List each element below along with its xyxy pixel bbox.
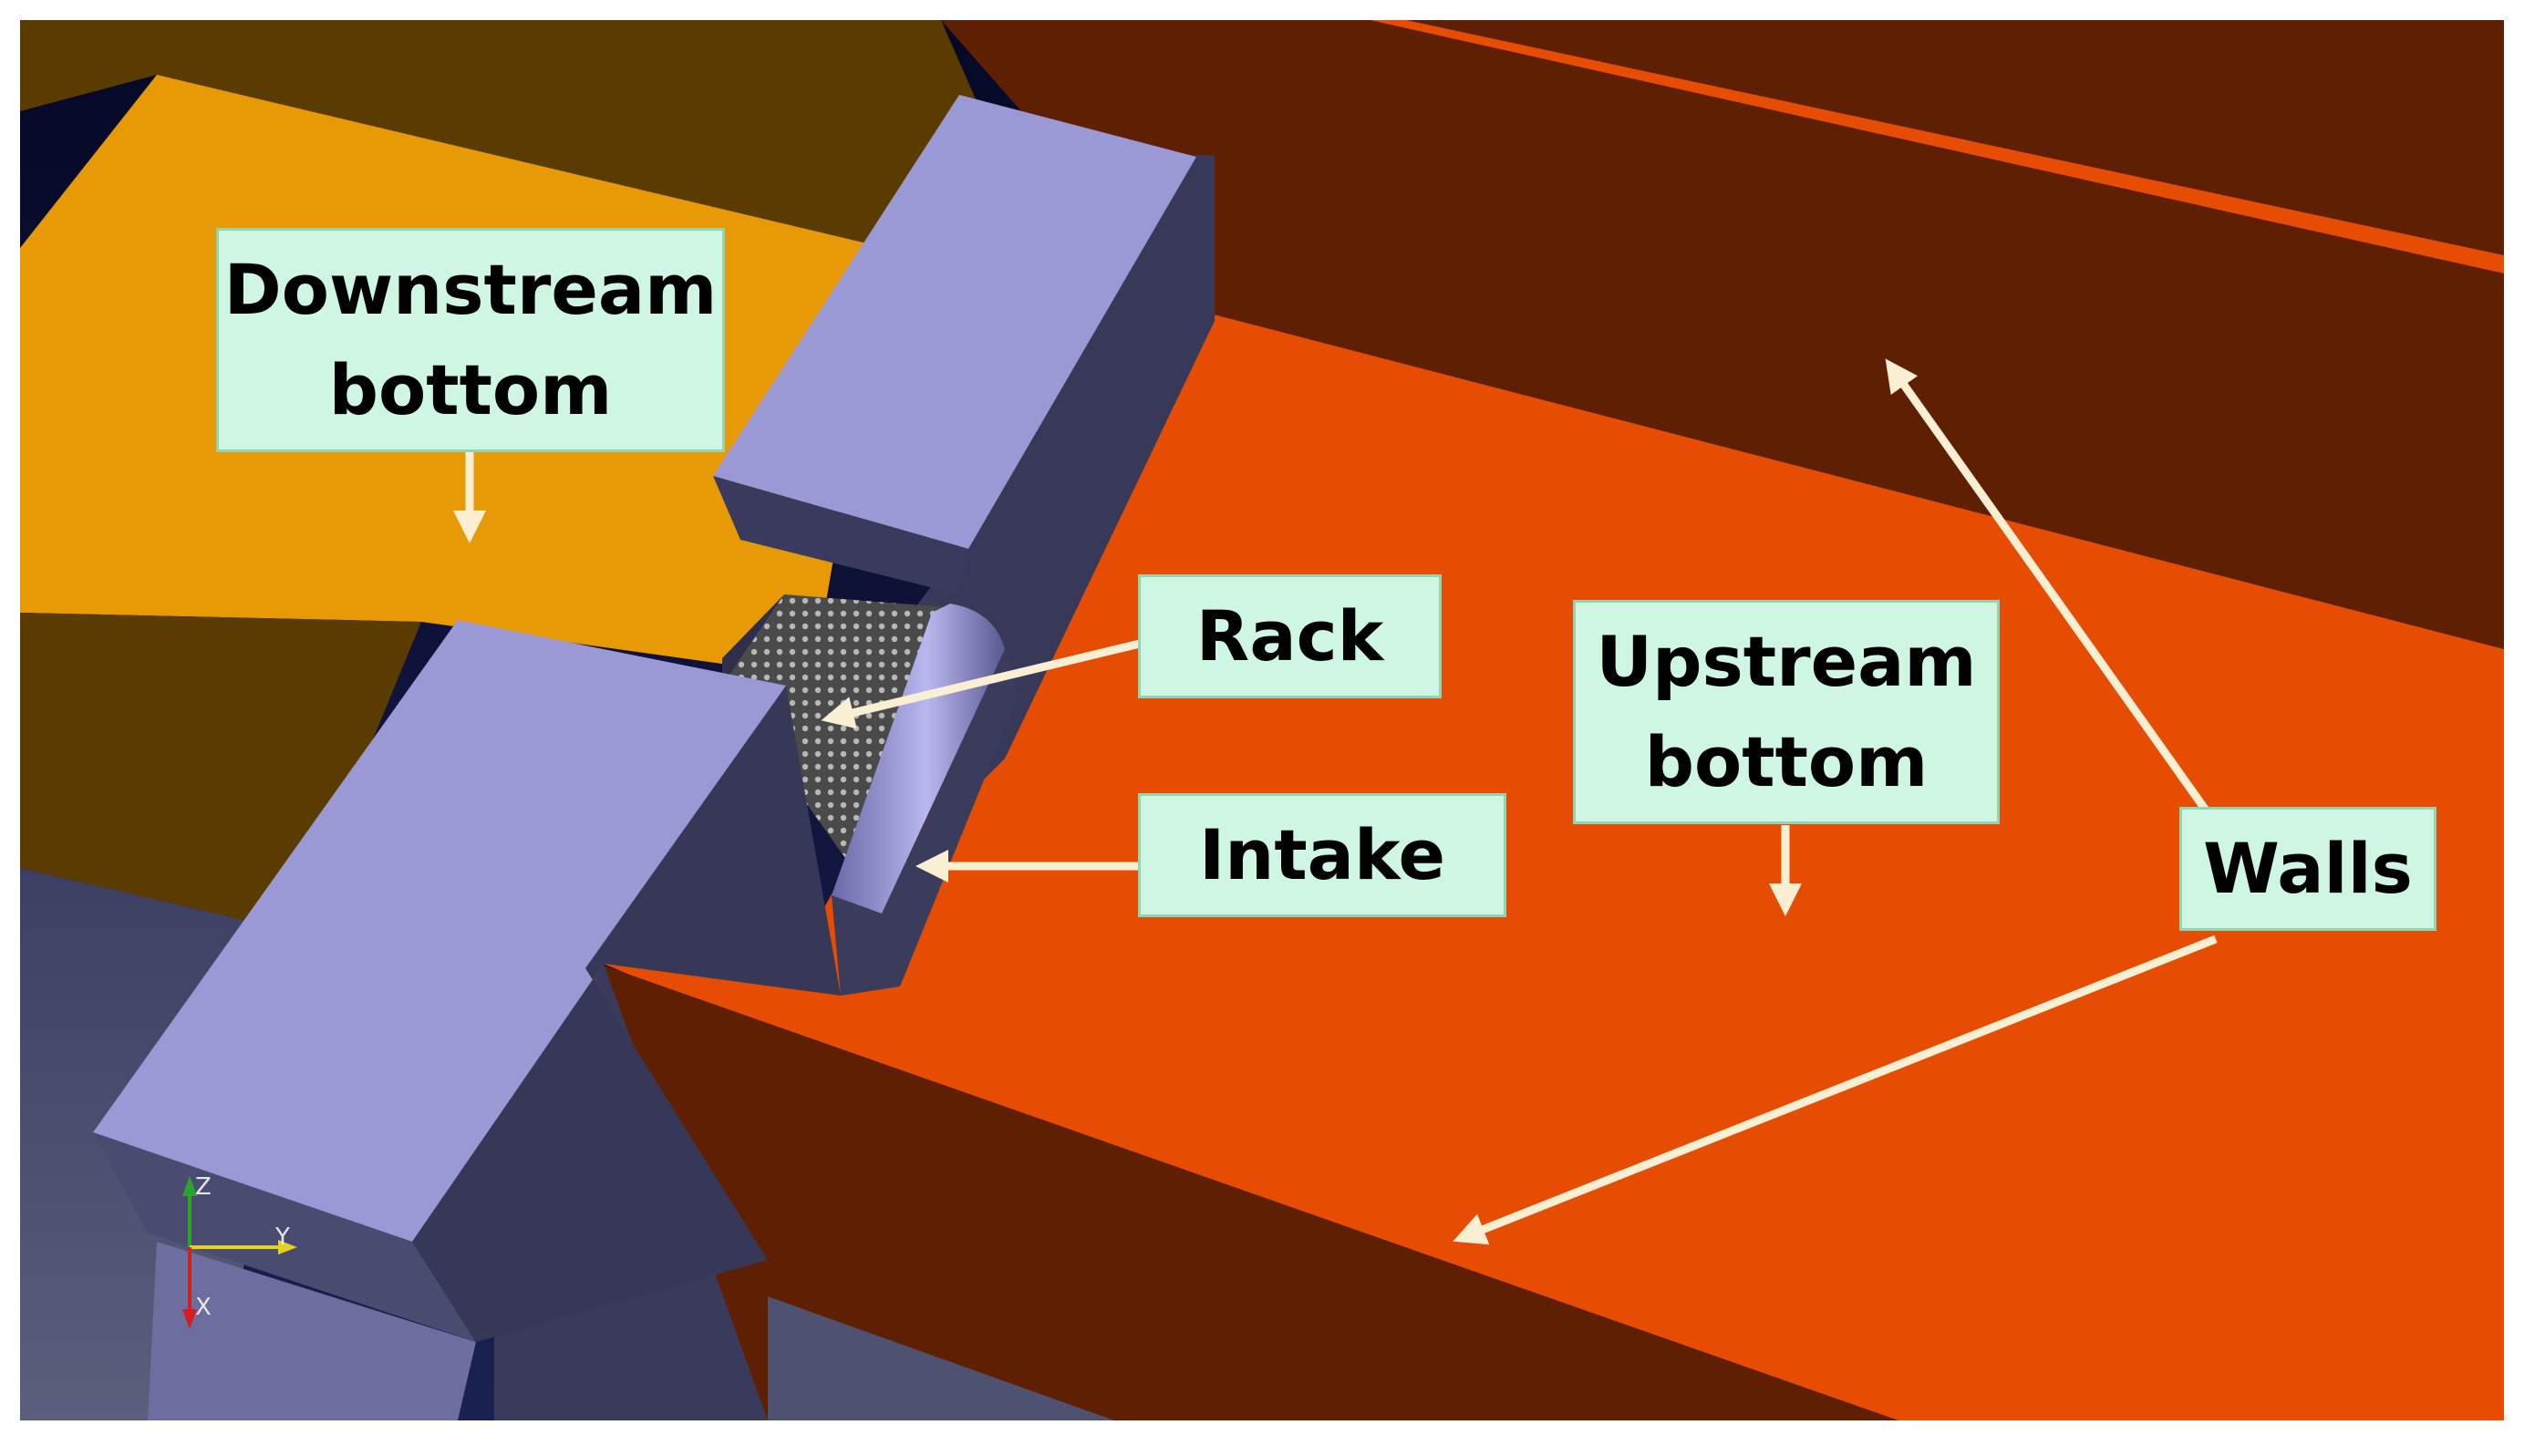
- arrow-walls-far: [1885, 358, 2210, 814]
- rack: [722, 594, 957, 877]
- y-axis-label: Y: [274, 1224, 290, 1251]
- label-rack-text: Rack: [1195, 594, 1384, 676]
- lower-block-stem: [148, 1242, 476, 1420]
- downstream-far-wall: [20, 20, 1005, 248]
- upper-block-top: [713, 95, 1196, 549]
- x-axis-label: X: [195, 1294, 212, 1321]
- axis-triad: Z Y X: [182, 1173, 297, 1329]
- z-axis-label: Z: [195, 1173, 212, 1201]
- annotation-arrows: [453, 358, 2218, 1245]
- x-axis-head: [182, 1309, 197, 1329]
- lower-block-top: [93, 620, 786, 1242]
- label-intake-text: Intake: [1198, 813, 1446, 895]
- label-upstream-bottom: Upstream bottom: [1573, 600, 2000, 824]
- intake-base: [832, 649, 1019, 996]
- label-downstream-bottom-line2: bottom: [328, 349, 613, 430]
- upper-block-end: [713, 476, 968, 594]
- y-axis-head: [278, 1240, 297, 1255]
- near-wall: [567, 959, 1898, 1420]
- label-walls-text: Walls: [2203, 827, 2413, 909]
- label-walls: Walls: [2179, 807, 2436, 931]
- lower-block-side: [412, 686, 841, 1342]
- label-downstream-bottom: Downstream bottom: [216, 228, 725, 452]
- label-intake: Intake: [1138, 793, 1506, 917]
- arrow-walls-near: [1453, 935, 2218, 1245]
- rack-shadow: [722, 594, 784, 686]
- intake: [832, 604, 1005, 916]
- label-upstream-bottom-line2: bottom: [1644, 721, 1929, 802]
- arrow-rack: [821, 639, 1142, 729]
- z-axis-head: [182, 1176, 197, 1196]
- far-wall-face: [941, 20, 2504, 649]
- ground-lower: [768, 1296, 1114, 1420]
- label-upstream-bottom-line1: Upstream: [1596, 620, 1977, 702]
- label-downstream-bottom-line1: Downstream: [223, 248, 718, 330]
- label-rack: Rack: [1138, 574, 1442, 698]
